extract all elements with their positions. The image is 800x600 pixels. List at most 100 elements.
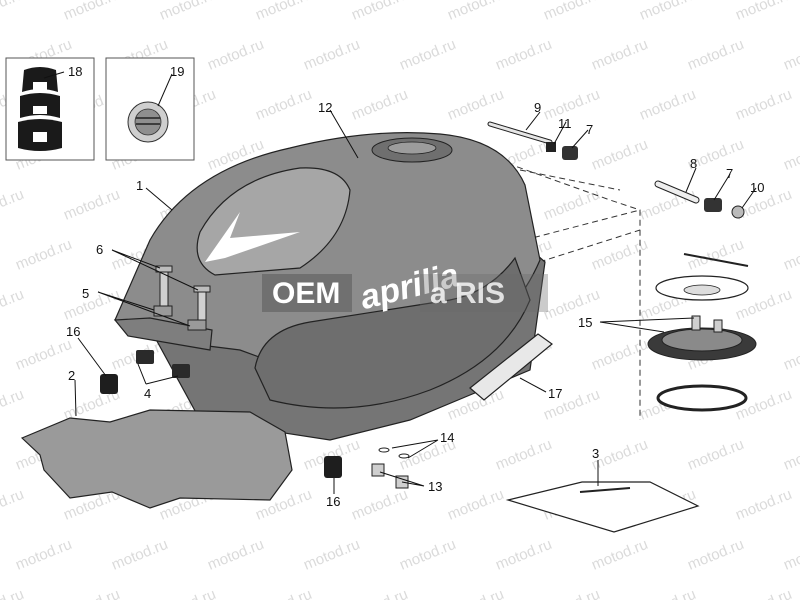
fuel-tank-1: aprilia	[113, 132, 546, 441]
callout-labels: 1 2 3 4 5 6 7 7 8 9 10 11 12 13 14 15 16…	[66, 64, 764, 509]
watermark-text: motod.ru	[493, 536, 554, 574]
fuel-pump-assembly-15	[647, 253, 757, 412]
tank-pad-sticker-18	[18, 67, 62, 151]
callout-19: 19	[170, 64, 184, 79]
watermark-text: motod.ru	[61, 0, 122, 24]
watermark-text: motod.ru	[445, 86, 506, 124]
watermark-text: motod.ru	[445, 0, 506, 24]
watermark-text: motod.ru	[205, 536, 266, 574]
watermark-text: motod.ru	[541, 0, 602, 24]
parts-text: a RIS	[430, 277, 505, 310]
watermark-text: motod.ru	[205, 36, 266, 74]
watermark-text: motod.ru	[493, 36, 554, 74]
watermark-text: motod.ru	[733, 0, 794, 24]
watermark-text: motod.ru	[541, 586, 602, 600]
watermark-text: motod.ru	[733, 86, 794, 124]
watermark-text: motod.ru	[685, 36, 746, 74]
watermark-text: motod.ru	[253, 586, 314, 600]
watermark-text: motod.ru	[0, 586, 26, 600]
watermark-text: motod.ru	[781, 236, 800, 274]
watermark-text: motod.ru	[349, 0, 410, 24]
watermark-text: motod.ru	[733, 586, 794, 600]
nut-10	[731, 205, 745, 219]
watermark-text: motod.ru	[13, 236, 74, 274]
callout-16-bottom: 16	[326, 494, 340, 509]
watermark-text: motod.ru	[0, 0, 26, 24]
callout-17: 17	[548, 386, 562, 401]
watermark-text: motod.ru	[349, 86, 410, 124]
watermark-text: motod.ru	[157, 0, 218, 24]
callout-3: 3	[592, 446, 599, 461]
watermark-text: motod.ru	[13, 336, 74, 374]
watermark-text: motod.ru	[589, 336, 650, 374]
watermark-text: motod.ru	[301, 536, 362, 574]
watermark-text: motod.ru	[541, 286, 602, 324]
oem-parts-overlay: OEM a RIS	[262, 274, 548, 312]
watermark-text: motod.ru	[253, 0, 314, 24]
callout-11: 11	[558, 116, 572, 131]
bushing-16-left	[100, 374, 118, 394]
watermark-text: motod.ru	[109, 536, 170, 574]
watermark-text: motod.ru	[589, 36, 650, 74]
watermark-text: motod.ru	[781, 336, 800, 374]
watermark-text: motod.ru	[61, 586, 122, 600]
callout-15: 15	[578, 315, 592, 330]
watermark-text: motod.ru	[781, 536, 800, 574]
watermark-text: motod.ru	[0, 386, 26, 424]
washer-14	[378, 447, 410, 459]
callout-6: 6	[96, 242, 103, 257]
callout-1: 1	[136, 178, 143, 193]
callout-10: 10	[750, 180, 764, 195]
tank-logo-chevron	[205, 212, 300, 262]
callout-7-top: 7	[586, 122, 593, 137]
watermark-text: motod.ru	[589, 536, 650, 574]
watermark-text: motod.ru	[781, 436, 800, 474]
callout-12: 12	[318, 100, 332, 115]
watermark-text: motod.ru	[445, 586, 506, 600]
callout-7-right: 7	[726, 166, 733, 181]
watermark-text: motod.ru	[781, 136, 800, 174]
rubber-block-4	[136, 350, 190, 378]
watermark-text: motod.ru	[541, 86, 602, 124]
trim-strip-17	[469, 333, 553, 401]
watermark-text: motod.ru	[541, 186, 602, 224]
bushing-16-bottom	[324, 456, 342, 478]
protection-sheet-3	[505, 481, 700, 533]
watermark-text: motod.ru	[637, 586, 698, 600]
watermark-text: motod.ru	[397, 536, 458, 574]
pin-8	[654, 180, 700, 204]
watermark-text: motod.ru	[61, 286, 122, 324]
watermark-text: motod.ru	[0, 286, 26, 324]
callout-13: 13	[428, 479, 442, 494]
watermark-text: motod.ru	[685, 436, 746, 474]
leader-lines	[43, 71, 757, 494]
watermark-text: motod.ru	[61, 186, 122, 224]
callout-14: 14	[440, 430, 454, 445]
watermark-text: motod.ru	[637, 86, 698, 124]
watermark-text: motod.ru	[349, 486, 410, 524]
watermark-text: motod.ru	[0, 486, 26, 524]
watermark-text: motod.ru	[733, 486, 794, 524]
spacer-11	[546, 142, 556, 152]
watermark-text: motod.ru	[493, 436, 554, 474]
watermark-text: motod.ru	[397, 36, 458, 74]
watermark-text: motod.ru	[685, 536, 746, 574]
callout-5: 5	[82, 286, 89, 301]
grommet-7-top	[562, 146, 578, 160]
watermark-text: motod.ru	[13, 536, 74, 574]
callout-4: 4	[144, 386, 151, 401]
watermark-text: motod.ru	[685, 236, 746, 274]
watermark-text: motod.ru	[0, 186, 26, 224]
watermark-text: motod.ru	[253, 86, 314, 124]
tank-pad-2	[20, 409, 293, 509]
callout-18: 18	[68, 64, 82, 79]
tank-side-panel	[254, 256, 531, 409]
watermark-text: motod.ru	[349, 586, 410, 600]
grommet-7-right	[704, 198, 722, 212]
watermark-text: motod.ru	[637, 0, 698, 24]
watermark-text: motod.ru	[301, 36, 362, 74]
callout-8: 8	[690, 156, 697, 171]
screw-6	[155, 265, 211, 327]
watermark-text: motod.ru	[781, 36, 800, 74]
